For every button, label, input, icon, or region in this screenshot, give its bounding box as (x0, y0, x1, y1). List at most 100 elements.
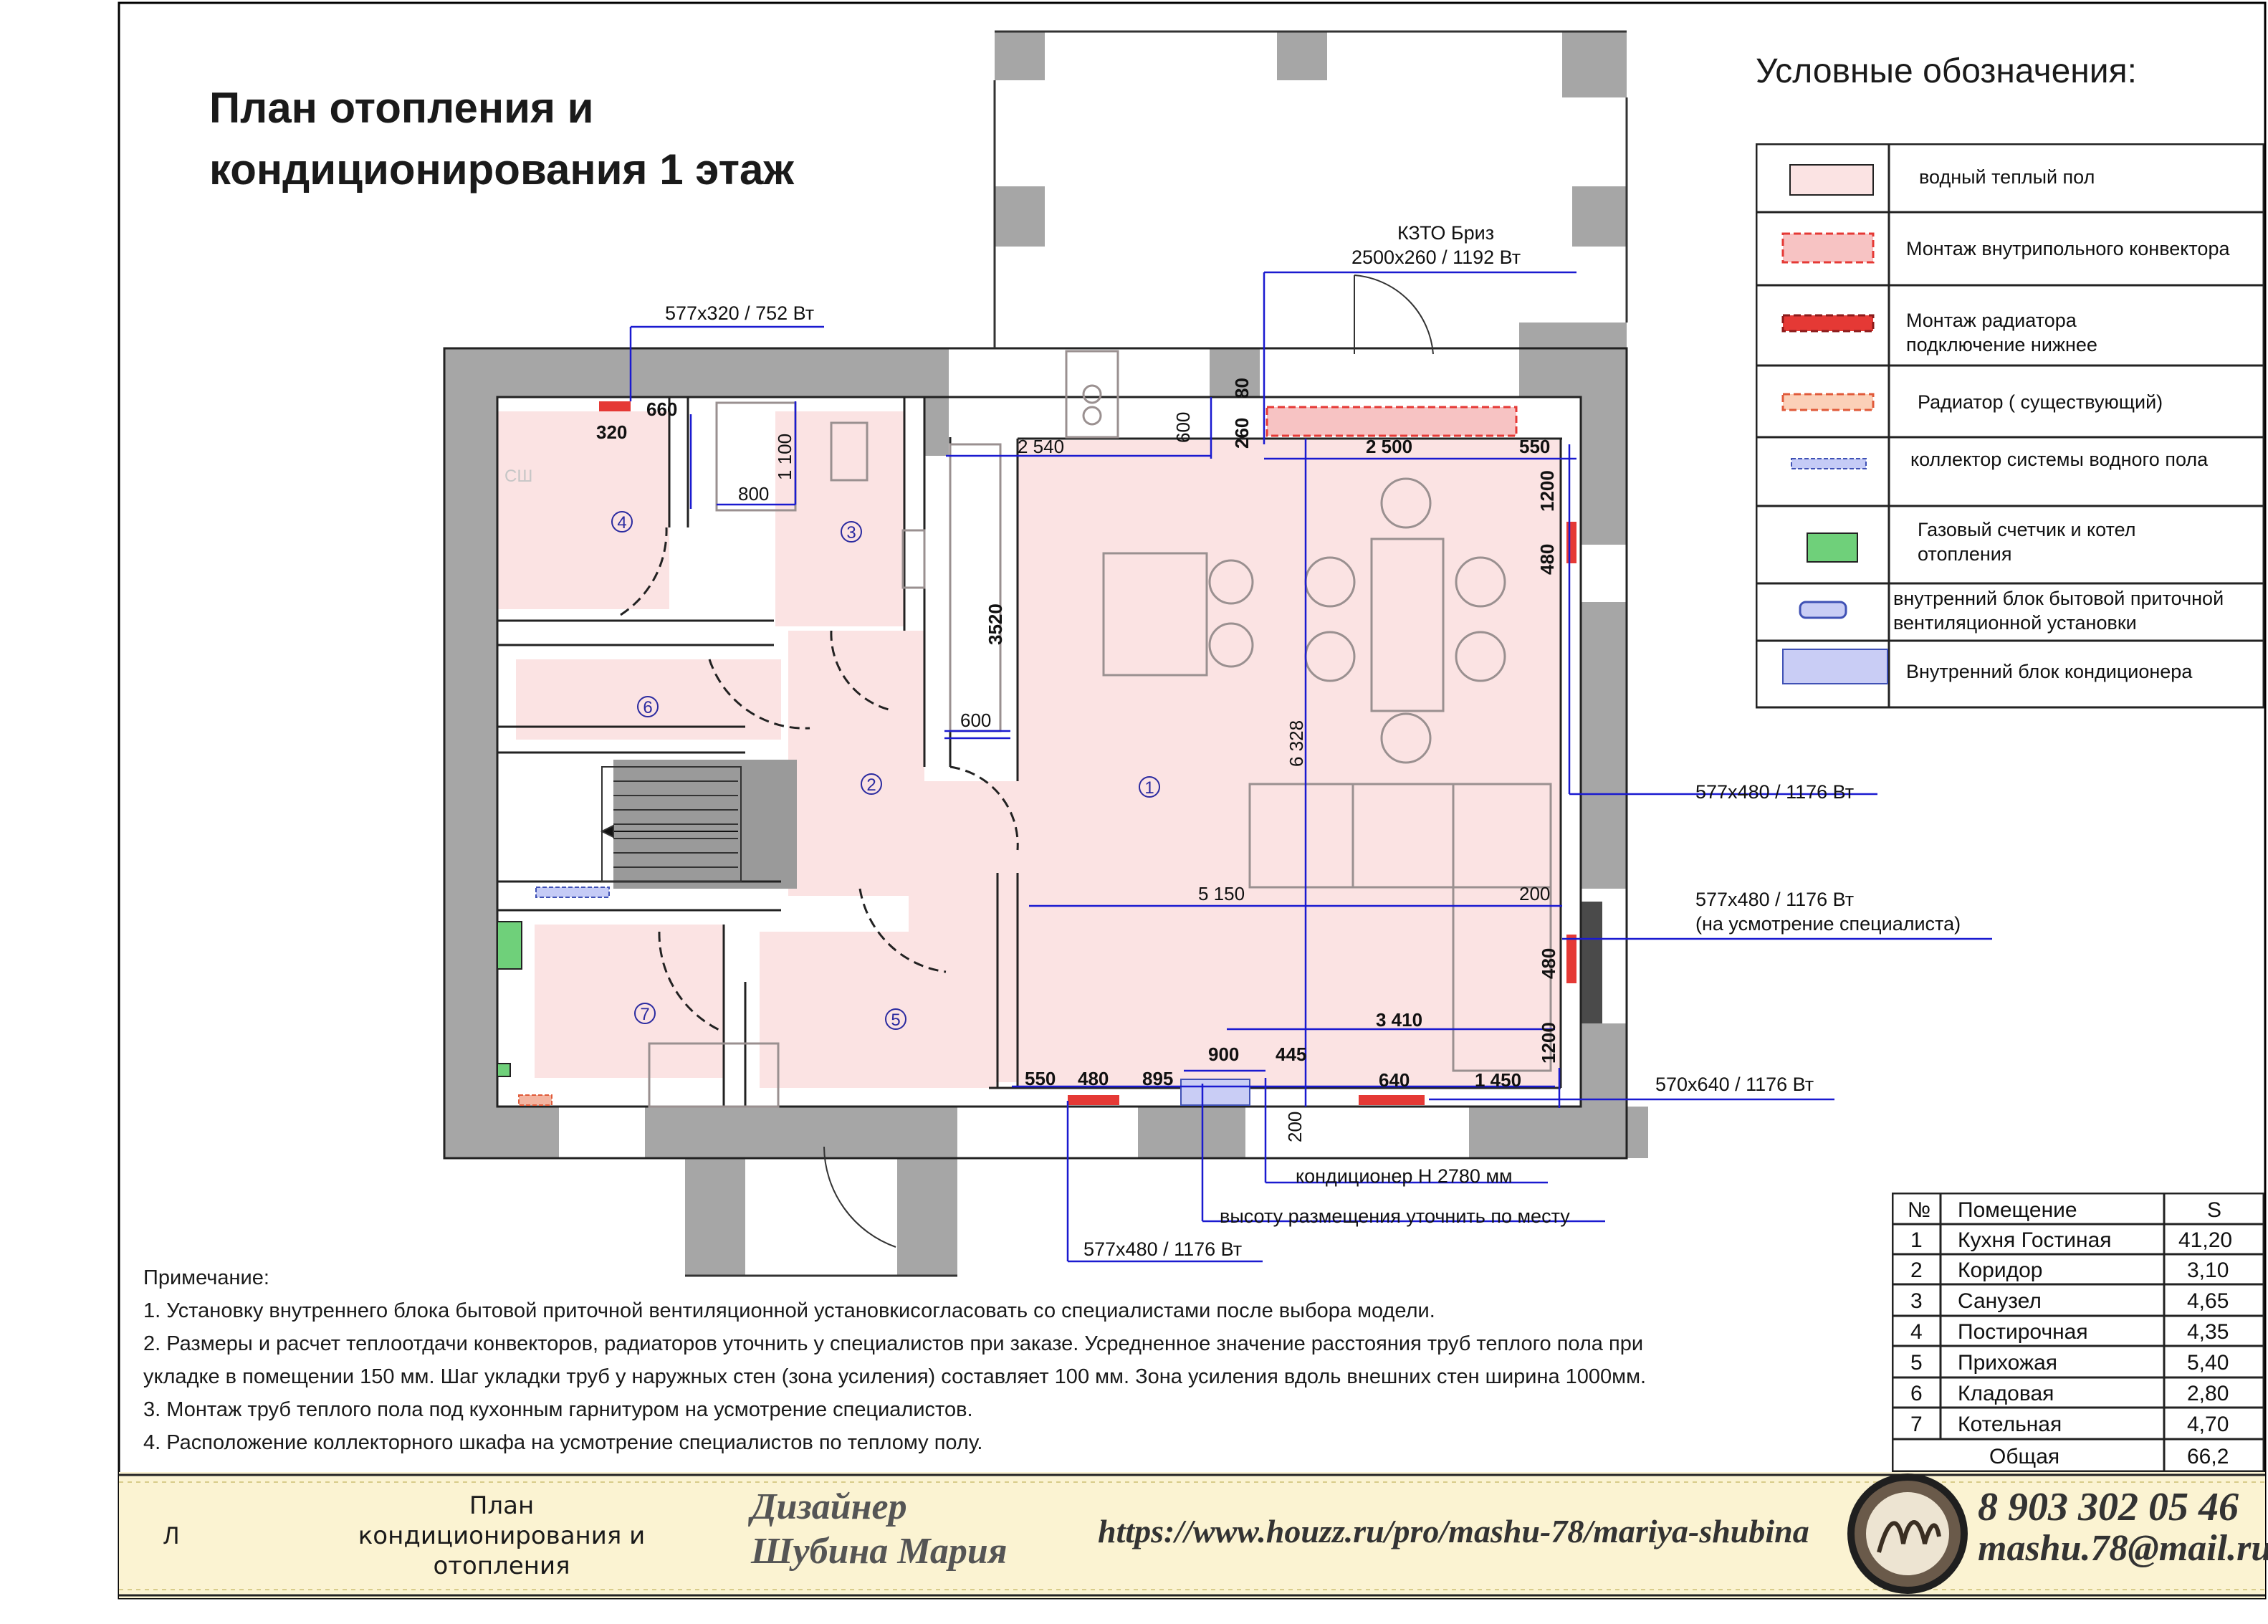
dim-6328: 6 328 (1286, 720, 1307, 767)
callout-convector-name: КЗТО Бриз (1397, 222, 1494, 244)
callout-radiator-right-1: 577х480 / 1176 Вт (1695, 781, 1854, 803)
legend-symbol-radiator-bottom (1781, 314, 1875, 333)
dim-480c: 480 (1078, 1068, 1109, 1089)
callout-radiator-bottom-right: 570х640 / 1176 Вт (1655, 1074, 1814, 1095)
title-block-bg (119, 1472, 2265, 1598)
legend-label-vent-unit-2: вентиляционной установки (1893, 612, 2137, 634)
dim-1200b: 1200 (1538, 1022, 1559, 1064)
page-title-line-2: кондиционирования 1 этаж (209, 145, 794, 194)
dim-660: 660 (646, 398, 677, 420)
legend-symbol-in-floor-convector (1781, 232, 1875, 264)
stamp-phone: 8 903 302 05 46 (1978, 1485, 2239, 1529)
page-title-line-1: План отопления и (209, 84, 594, 132)
legend-symbol-ac-unit (1782, 649, 1888, 684)
rooms-header-no: № (1908, 1198, 1930, 1222)
room-number-6: 6 (643, 698, 652, 717)
dim-80: 80 (1231, 378, 1253, 398)
callout-radiator-bath: 577х320 / 752 Вт (665, 302, 814, 324)
rooms-row-1-name: Кухня Гостиная (1958, 1228, 2112, 1252)
note-1: 1. Установку внутреннего блока бытовой п… (143, 1299, 1435, 1322)
dim-550a: 550 (1519, 436, 1550, 457)
rooms-row-7-name: Котельная (1958, 1413, 2062, 1436)
rooms-row-4-name: Постирочная (1958, 1320, 2088, 1344)
radiator-right-1 (1566, 522, 1576, 563)
rooms-row-7-no: 7 (1910, 1413, 1923, 1436)
radiator-bath (599, 401, 631, 411)
rooms-row-5-no: 5 (1910, 1351, 1923, 1375)
dim-900: 900 (1208, 1043, 1239, 1065)
label-cs: СШ (504, 467, 532, 486)
vestibule (685, 30, 1628, 1277)
rooms-header-area: S (2207, 1198, 2221, 1222)
notes-block: Примечание: 1. Установку внутреннего бло… (143, 1261, 1646, 1459)
room-number-3: 3 (846, 523, 856, 543)
dim-895: 895 (1142, 1068, 1173, 1089)
note-4: 4. Расположение коллекторного шкафа на у… (143, 1431, 983, 1454)
dim-600b: 600 (960, 710, 991, 731)
gas-meter (497, 1063, 511, 1077)
dim-3410: 3 410 (1376, 1009, 1422, 1031)
legend-label-warm-floor: водный теплый пол (1919, 166, 2095, 188)
legend-label-floor-collector: коллектор системы водного пола (1910, 449, 2209, 470)
legend-title: Условные обозначения: (1756, 52, 2137, 90)
legend-symbol-radiator-existing (1781, 393, 1875, 411)
legend-label-radiator-existing: Радиатор ( существующий) (1918, 391, 2163, 413)
rooms-row-5-name: Прихожая (1958, 1351, 2057, 1375)
floor-collector (535, 887, 610, 898)
rooms-row-7-area: 4,70 (2187, 1413, 2229, 1436)
rooms-header-room: Помещение (1958, 1198, 2077, 1222)
callout-radiator-right-2-note: (на усмотрение специалиста) (1695, 913, 1961, 935)
callout-ac-note: высоту размещения уточнить по месту (1220, 1205, 1570, 1227)
callout-radiator-bottom-left: 577х480 / 1176 Вт (1083, 1238, 1242, 1260)
dim-1100: 1 100 (774, 434, 795, 480)
legend-label-ac-unit: Внутренний блок кондиционера (1906, 661, 2193, 682)
callout-radiator-right-2: 577х480 / 1176 Вт (1695, 889, 1854, 910)
rooms-row-6-name: Кладовая (1958, 1382, 2054, 1405)
stamp-plan-line-3: отопления (433, 1552, 570, 1580)
note-3: 3. Монтаж труб теплого пола под кухонным… (143, 1398, 973, 1421)
door-arcs (620, 527, 1019, 1033)
rooms-row-3-area: 4,65 (2187, 1289, 2229, 1313)
rooms-row-3-no: 3 (1910, 1289, 1923, 1313)
legend-label-in-floor-convector: Монтаж внутрипольного конвектора (1906, 238, 2230, 259)
dim-600a: 600 (1172, 412, 1194, 443)
legend-label-radiator-bottom-1: Монтаж радиатора (1906, 310, 2077, 331)
dim-1450: 1 450 (1475, 1069, 1521, 1091)
dim-800: 800 (738, 483, 769, 505)
stamp-url: https://www.houzz.ru/pro/mashu-78/mariya… (1098, 1513, 1809, 1549)
room-number-4: 4 (617, 513, 626, 532)
rooms-row-6-no: 6 (1910, 1382, 1923, 1405)
note-2b: укладке в помещении 150 мм. Шаг укладки … (143, 1365, 1647, 1388)
dim-480a: 480 (1536, 544, 1558, 575)
room-number-circles (611, 511, 1160, 1030)
in-floor-convector-top (1265, 406, 1518, 437)
dim-1200a: 1200 (1536, 470, 1558, 512)
rooms-row-4-no: 4 (1910, 1320, 1923, 1344)
staircase (600, 766, 742, 882)
radiator-bottom-left (1068, 1095, 1119, 1105)
rooms-row-2-area: 3,10 (2187, 1258, 2229, 1282)
stamp-email: mashu.78@mail.ru (1978, 1528, 2268, 1569)
legend-symbol-floor-collector (1791, 458, 1867, 469)
dimension-numbers: 660 320 800 1 100 2 540 600 260 80 2 500… (596, 378, 1559, 1142)
dimension-lines (629, 271, 1992, 1263)
radiator-existing (518, 1094, 552, 1106)
stamp-plan-title: План кондиционирования и отопления (315, 1491, 688, 1581)
room-number-5: 5 (891, 1011, 900, 1030)
rooms-row-1-no: 1 (1910, 1228, 1923, 1252)
legend-label-radiator-bottom-2: подключение нижнее (1906, 334, 2097, 355)
sheet-frame (118, 1, 2267, 1600)
stamp-designer-line-1: Дизайнер (751, 1486, 907, 1527)
room-number-2: 2 (866, 775, 876, 795)
dim-2540: 2 540 (1018, 436, 1064, 457)
page-title: План отопления и кондиционирования 1 эта… (209, 77, 794, 201)
dim-260: 260 (1231, 418, 1253, 449)
room-number-1: 1 (1144, 778, 1154, 798)
rooms-row-3-name: Санузел (1958, 1289, 2042, 1313)
dim-2500: 2 500 (1366, 436, 1412, 457)
dim-640: 640 (1379, 1069, 1410, 1091)
rooms-row-5-area: 5,40 (2187, 1351, 2229, 1375)
dim-5150: 5 150 (1198, 883, 1245, 904)
